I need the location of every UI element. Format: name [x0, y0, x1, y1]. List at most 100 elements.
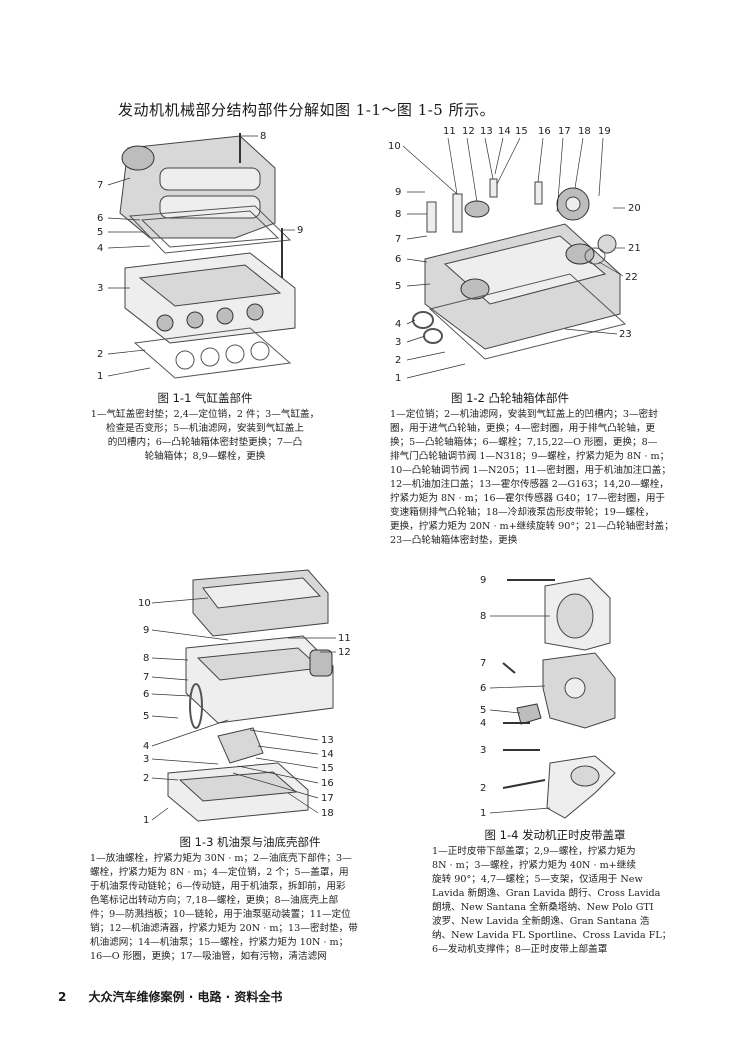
intro-text: 发动机机械部分结构部件分解如图 1-1～图 1-5 所示。	[118, 101, 496, 119]
desc-line: 色笔标记出转动方向；7,18—螺栓，更换；8—油底壳上部	[90, 895, 339, 906]
desc-line: 螺栓，拧紧力矩为 8N · m；4—定位销，2 个；5—盖罩，用	[90, 867, 349, 878]
callout-6: 6	[480, 683, 486, 694]
desc-line: 1—正时皮带下部盖罩；2,9—螺栓，拧紧力矩为	[432, 846, 636, 857]
desc-line: 朗境、New Santana 全新桑塔纳、New Polo GTI	[432, 902, 654, 913]
callout-3: 3	[143, 754, 149, 765]
desc-line: 排气门凸轮轴调节阀 1—N318；9—螺栓，拧紧力矩为 8N · m；	[390, 451, 670, 462]
callout-5: 5	[395, 281, 401, 292]
callout-17: 17	[558, 126, 571, 137]
figure-1-2-description: 1—定位销；2—机油滤网，安装到气缸盖上的凹槽内；3—密封 圈，用于进气凸轮轴，…	[390, 408, 690, 548]
callout-5: 5	[97, 227, 103, 238]
figure-1-4-caption: 图 1-4 发动机正时皮带盖罩	[484, 828, 626, 842]
callout-2: 2	[395, 355, 401, 366]
camshaft-housing-diagram: 11 12 13 14 15 16 17 18 19 10 9 8 7 6 5 …	[388, 126, 641, 384]
desc-line: 检查是否变形；5—机油滤网，安装到气缸盖上	[106, 423, 304, 434]
callout-14: 14	[498, 126, 511, 137]
oil-pump-oil-pan-diagram: 10 9 8 7 6 5 4 3 2 1 11 12 13 14 15 16 1…	[138, 569, 351, 826]
desc-line: 变速箱侧排气凸轮轴；18—冷却液泵齿形皮带轮；19—螺栓，	[390, 507, 655, 518]
desc-line: 8N · m；3—螺栓，拧紧力矩为 40N · m+继续	[432, 860, 636, 871]
callout-1: 1	[143, 815, 149, 826]
callout-6: 6	[97, 213, 103, 224]
callout-9: 9	[480, 575, 486, 586]
desc-line: 销；12—机油滤清器，拧紧力矩为 20N · m；13—密封垫，带	[90, 923, 358, 934]
callout-8: 8	[143, 653, 149, 664]
callout-3: 3	[97, 283, 103, 294]
desc-line: 于机油泵传动链轮；6—传动链，用于机油泵，拆卸前，用彩	[90, 881, 346, 892]
callout-14: 14	[321, 749, 334, 760]
desc-line: 机油滤网；14—机油泵；15—螺栓，拧紧力矩为 10N · m；	[90, 937, 349, 948]
callout-1: 1	[395, 373, 401, 384]
callout-2: 2	[97, 349, 103, 360]
figure-1-1: 8 7 6 5 4 9 3 2 1	[90, 128, 320, 388]
callout-6: 6	[395, 254, 401, 265]
desc-line: 波罗、New Lavida 全新朗逸、Gran Santana 浩	[432, 916, 650, 927]
callout-15: 15	[515, 126, 528, 137]
desc-line: 的凹槽内；6—凸轮轴箱体密封垫更换；7—凸	[107, 437, 303, 448]
callout-5: 5	[480, 705, 486, 716]
desc-line: 换；5—凸轮轴箱体；6—螺栓；7,15,22—O 形圈，更换；8—	[390, 437, 658, 448]
page-number: 2	[58, 990, 67, 1004]
callout-2: 2	[143, 773, 149, 784]
desc-line: 16—O 形圈，更换；17—吸油管，如有污物，清洁滤网	[90, 951, 327, 962]
callout-12: 12	[462, 126, 475, 137]
callout-8: 8	[480, 611, 486, 622]
callout-7: 7	[480, 658, 486, 669]
figure-1-3-caption: 图 1-3 机油泵与油底壳部件	[179, 835, 321, 849]
desc-line: 圈，用于进气凸轮轴，更换；4—密封圈，用于排气凸轮轴，更	[390, 423, 656, 434]
callout-7: 7	[143, 672, 149, 683]
callout-16: 16	[538, 126, 551, 137]
callout-13: 13	[321, 735, 334, 746]
desc-line: 旋转 90°；4,7—螺栓；5—支架，仅适用于 New	[432, 874, 643, 885]
desc-line: 件；9—防溅挡板；10—链轮，用于油泵驱动装置；11—定位	[90, 909, 351, 920]
desc-line: 轮轴箱体；8,9—螺栓，更换	[144, 451, 266, 462]
desc-line: 纳、New Lavida FL Sportline、Cross Lavida F…	[432, 930, 672, 941]
callout-5: 5	[143, 711, 149, 722]
page-footer: 2 大众汽车维修案例 · 电路 · 资料全书	[58, 988, 282, 1005]
figure-1-4-description: 1—正时皮带下部盖罩；2,9—螺栓，拧紧力矩为 8N · m；3—螺栓，拧紧力矩…	[432, 845, 702, 957]
callout-2: 2	[480, 783, 486, 794]
timing-belt-cover-diagram: 9 8 7 6 5 4 3 2 1	[480, 575, 616, 819]
callout-4: 4	[97, 243, 103, 254]
desc-line: 1—放油螺栓，拧紧力矩为 30N · m；2—油底壳下部件；3—	[90, 853, 352, 864]
callout-9: 9	[143, 625, 149, 636]
callout-18: 18	[321, 808, 334, 819]
callout-1: 1	[97, 371, 103, 382]
callout-19: 19	[598, 126, 611, 137]
callout-8: 8	[260, 131, 266, 142]
callout-21: 21	[628, 243, 641, 254]
callout-18: 18	[578, 126, 591, 137]
figure-1-2-caption: 图 1-2 凸轮轴箱体部件	[450, 391, 570, 405]
callout-10: 10	[388, 141, 401, 152]
cylinder-head-diagram: 8 7 6 5 4 9 3 2 1	[97, 131, 303, 382]
desc-line: 1—定位销；2—机油滤网，安装到气缸盖上的凹槽内；3—密封	[390, 409, 658, 420]
desc-line: 10—凸轮轴调节阀 1—N205；11—密封圈，用于机油加注口盖；	[390, 465, 671, 476]
callout-13: 13	[480, 126, 493, 137]
callout-1: 1	[480, 808, 486, 819]
desc-line: 1—气缸盖密封垫；2,4—定位销，2 件；3—气缸盖，	[90, 409, 320, 420]
callout-8: 8	[395, 209, 401, 220]
desc-line: 6—发动机支撑件；8—正时皮带上部盖罩	[432, 944, 608, 955]
callout-4: 4	[480, 718, 486, 729]
figure-1-1-caption: 图 1-1 气缸盖部件	[157, 391, 253, 405]
desc-line: 12—机油加注口盖；13—霍尔传感器 2—G163；14,20—螺栓，	[390, 479, 669, 490]
callout-12: 12	[338, 647, 351, 658]
figure-1-1-description: 1—气缸盖密封垫；2,4—定位销，2 件；3—气缸盖， 检查是否变形；5—机油滤…	[80, 408, 330, 464]
figure-1-4: 9 8 7 6 5 4 3 2 1	[475, 568, 635, 823]
callout-11: 11	[338, 633, 351, 644]
callout-20: 20	[628, 203, 641, 214]
figure-1-3-description: 1—放油螺栓，拧紧力矩为 30N · m；2—油底壳下部件；3— 螺栓，拧紧力矩…	[90, 852, 380, 964]
desc-line: Lavida 新朗逸、Gran Lavida 朗行、Cross Lavida	[432, 888, 661, 899]
callout-22: 22	[625, 272, 638, 283]
callout-3: 3	[395, 337, 401, 348]
callout-7: 7	[97, 180, 103, 191]
book-title: 大众汽车维修案例 · 电路 · 资料全书	[88, 990, 283, 1004]
callout-9: 9	[395, 187, 401, 198]
callout-3: 3	[480, 745, 486, 756]
desc-line: 23—凸轮轴箱体密封垫，更换	[390, 535, 518, 546]
callout-7: 7	[395, 234, 401, 245]
callout-6: 6	[143, 689, 149, 700]
callout-4: 4	[395, 319, 401, 330]
callout-4: 4	[143, 741, 149, 752]
desc-line: 拧紧力矩为 8N · m；16—霍尔传感器 G40；17—密封圈，用于	[390, 493, 666, 504]
figure-1-2: 11 12 13 14 15 16 17 18 19 10 9 8 7 6 5 …	[385, 124, 645, 386]
